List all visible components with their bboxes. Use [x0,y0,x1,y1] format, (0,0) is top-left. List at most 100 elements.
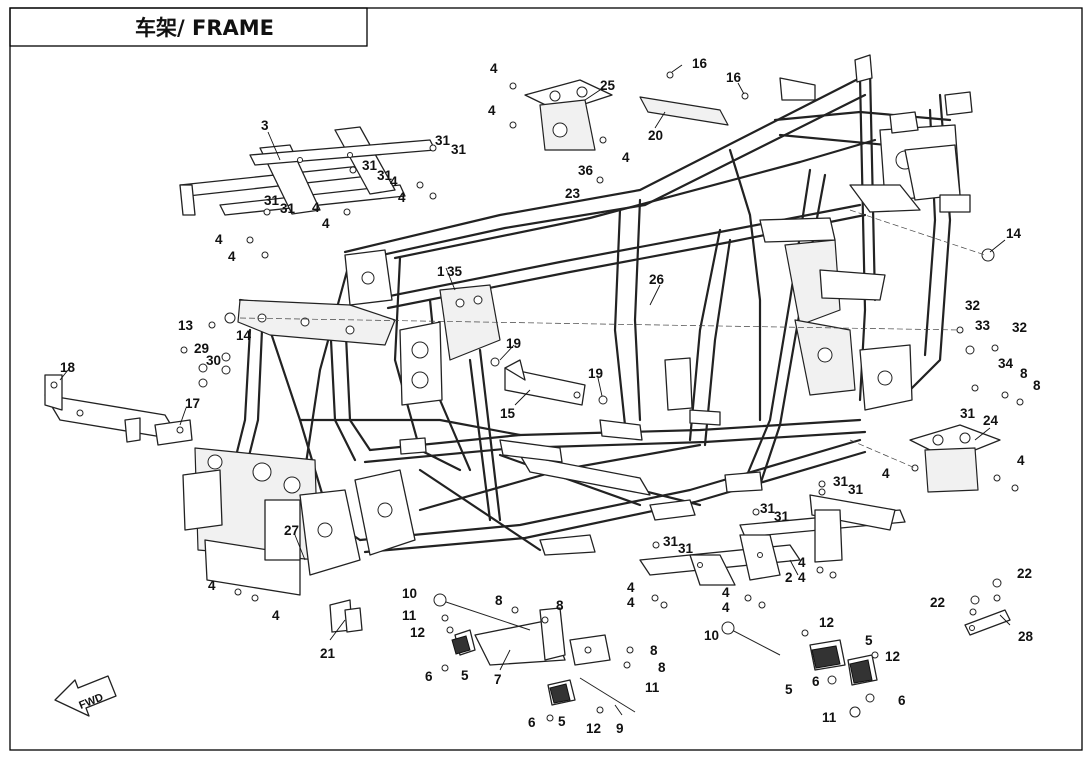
callout-29: 29 [194,341,209,356]
callout-23: 23 [565,186,581,201]
callout-21: 21 [320,646,336,661]
callout-4: 4 [272,608,280,623]
callout-31: 31 [435,133,451,148]
callout-5: 5 [865,633,873,648]
part-24-rear-bracket [909,424,1001,493]
callout-31: 31 [848,482,864,497]
floor-plates [399,357,763,556]
callout-12: 12 [586,721,601,736]
callout-34: 34 [998,356,1014,371]
callout-4: 4 [488,103,496,118]
callout-4: 4 [215,232,223,247]
callout-8: 8 [495,593,503,608]
callout-5: 5 [558,714,566,729]
callout-5: 5 [461,668,469,683]
callout-19: 19 [588,366,603,381]
callout-4: 4 [312,200,320,215]
callout-6: 6 [812,674,820,689]
forward-direction-indicator: FWD [54,675,117,717]
callout-6: 6 [425,669,433,684]
callout-8: 8 [658,660,666,675]
callout-22: 22 [930,595,945,610]
callout-12: 12 [410,625,425,640]
callout-31: 31 [760,501,776,516]
front-upper-plate [237,249,396,346]
leader-lines [59,64,1011,716]
callout-31: 31 [833,474,849,489]
rear-structure [759,54,973,411]
callout-32: 32 [1012,320,1027,335]
callout-8: 8 [650,643,658,658]
callout-labels: 3 4 4 25 16 16 20 4 36 23 31 31 31 31 4 … [60,56,1041,736]
callout-31: 31 [960,406,976,421]
callout-6: 6 [898,693,906,708]
callout-11: 11 [645,680,660,695]
callout-5: 5 [785,682,793,697]
callout-4: 4 [798,570,806,585]
callout-36: 36 [578,163,594,178]
callout-14: 14 [1006,226,1022,241]
callout-4: 4 [627,595,635,610]
part-25-bracket [524,79,613,151]
callout-10: 10 [704,628,719,643]
callout-31: 31 [451,142,467,157]
callout-26: 26 [649,272,665,287]
callout-25: 25 [600,78,616,93]
callout-4: 4 [398,190,406,205]
callout-10: 10 [402,586,417,601]
callout-19: 19 [506,336,521,351]
callout-4: 4 [490,61,498,76]
callout-22: 22 [1017,566,1032,581]
callout-4: 4 [1017,453,1025,468]
callout-8: 8 [556,598,564,613]
part-21-bracket [329,599,363,633]
callout-16: 16 [726,70,742,85]
part-3-rack-bracket [179,126,436,216]
callout-4: 4 [208,578,216,593]
callout-31: 31 [362,158,378,173]
callout-33: 33 [975,318,991,333]
callout-6: 6 [528,715,536,730]
callout-11: 11 [822,710,837,725]
callout-11: 11 [402,608,417,623]
part-15-bracket [504,359,586,406]
callout-32: 32 [965,298,980,313]
callout-30: 30 [206,353,221,368]
callout-4: 4 [882,466,890,481]
callout-35: 35 [447,264,463,279]
callout-24: 24 [983,413,999,428]
callout-31: 31 [774,509,790,524]
callout-31: 31 [280,201,296,216]
front-lower-structure [182,447,416,596]
part-20-strap [639,96,729,126]
part-2-lower-rack [639,494,906,586]
diagram-title: 车架/ FRAME [135,16,274,40]
callout-3: 3 [261,118,269,133]
callout-15: 15 [500,406,516,421]
callout-17: 17 [185,396,200,411]
callout-4: 4 [228,249,236,264]
callout-12: 12 [819,615,834,630]
callout-8: 8 [1033,378,1041,393]
callout-13: 13 [178,318,194,333]
callout-1: 1 [437,264,445,279]
fasteners [180,71,1024,722]
callout-27: 27 [284,523,299,538]
callout-18: 18 [60,360,76,375]
callout-9: 9 [616,721,624,736]
callout-4: 4 [627,580,635,595]
part-7-lower-bracket [474,607,611,666]
callout-4: 4 [390,174,398,189]
callout-31: 31 [264,193,280,208]
callout-31: 31 [678,541,694,556]
callout-8: 8 [1020,366,1028,381]
callout-31: 31 [663,534,679,549]
callout-4: 4 [722,600,730,615]
callout-16: 16 [692,56,708,71]
part-18-front-bracket [44,374,193,446]
callout-20: 20 [648,128,663,143]
engine-mount-blocks [451,629,878,706]
callout-4: 4 [322,216,330,231]
callout-31: 31 [377,168,393,183]
